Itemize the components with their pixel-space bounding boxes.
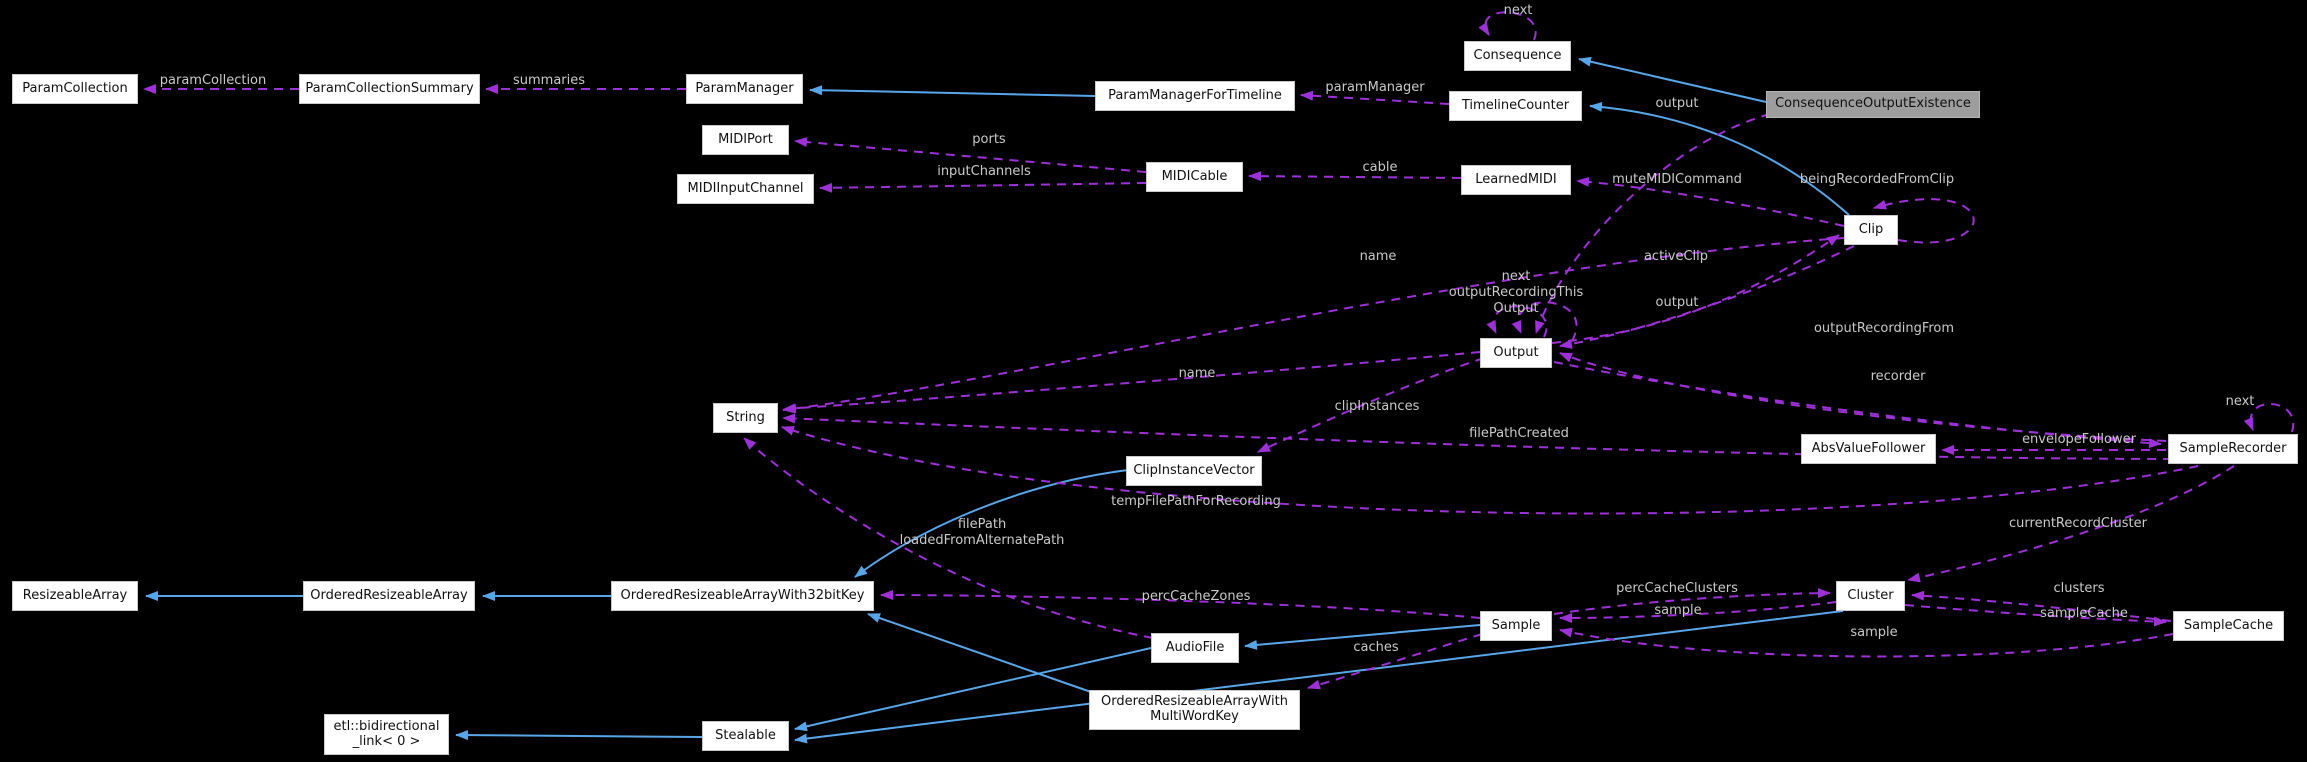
edge-label-perccachezones: percCacheZones	[1141, 589, 1251, 605]
edge-use-next-samplerecorder	[2243, 403, 2295, 433]
edge-use-mutemidicommand	[1576, 176, 1845, 227]
edge-label-currentrecordcluster: currentRecordCluster	[2009, 516, 2147, 532]
node-orderedresizeablearraywith32bitkey[interactable]: OrderedResizeableArrayWith32bitKey	[611, 581, 874, 611]
edge-label-recorder: recorder	[1870, 369, 1926, 385]
edge-label-filepath: filePath loadedFromAlternatePath	[899, 517, 1065, 548]
edge-inherit-orawmwk-oraw32k	[867, 613, 1092, 693]
node-learnedmidi[interactable]: LearnedMIDI	[1461, 165, 1571, 195]
edge-use-output-clip	[1559, 245, 1855, 349]
edge-label-outputrecordingfrom: outputRecordingFrom	[1813, 321, 1955, 337]
node-parammanagerfortimeline[interactable]: ParamManagerForTimeline	[1095, 81, 1295, 111]
edge-label-caches: caches	[1353, 640, 1399, 656]
edge-label-beingrecordedfromclip: beingRecordedFromClip	[1799, 172, 1955, 188]
node-orderedresizeablearray[interactable]: OrderedResizeableArray	[303, 581, 475, 611]
edge-label-inputchannels: inputChannels	[937, 164, 1031, 180]
edge-use-currentrecordcluster	[1907, 465, 2235, 583]
edge-label-perccacheclusters: percCacheClusters	[1616, 581, 1738, 597]
node-sample[interactable]: Sample	[1480, 611, 1552, 641]
edge-use-parammanager	[1300, 90, 1450, 105]
node-parammanager[interactable]: ParamManager	[686, 74, 803, 104]
edge-label-cable: cable	[1362, 160, 1398, 176]
edge-use-inputchannels	[819, 182, 1147, 193]
node-consequenceoutputexistence: ConsequenceOutputExistence	[1766, 91, 1980, 118]
edge-use-perccachezones	[880, 590, 1481, 619]
node-paramcollection[interactable]: ParamCollection	[12, 74, 138, 104]
edge-use-filepath	[743, 437, 1154, 639]
edge-use-perccacheclusters	[1553, 588, 1831, 615]
edge-use-output-selfloop-b	[1511, 301, 1578, 342]
edge-label-name-clip: name	[1359, 249, 1397, 265]
node-stealable[interactable]: Stealable	[702, 721, 789, 751]
edge-use-tempfilepath	[781, 425, 2199, 515]
edge-label-paramcollection: paramCollection	[159, 73, 267, 89]
node-samplerecorder[interactable]: SampleRecorder	[2168, 434, 2298, 464]
edge-use-outputrecordingfrom	[1559, 352, 2167, 442]
edge-label-summaries: summaries	[512, 73, 586, 89]
node-cluster[interactable]: Cluster	[1836, 581, 1905, 611]
node-absvaluefollower[interactable]: AbsValueFollower	[1801, 434, 1936, 464]
node-timelinecounter[interactable]: TimelineCounter	[1449, 91, 1582, 121]
edge-label-next-samplerecorder: next	[2225, 394, 2255, 410]
edge-use-sample-samplecache	[1559, 627, 2174, 658]
edge-use-clipinstances	[1257, 357, 1485, 453]
edge-label-envelopefollower: envelopeFollower	[2022, 432, 2136, 448]
node-audiofile[interactable]: AudioFile	[1151, 633, 1239, 663]
edge-label-parammanager: paramManager	[1325, 80, 1425, 96]
edge-use-output-selfloop-a	[1486, 305, 1548, 338]
node-clip[interactable]: Clip	[1844, 215, 1898, 245]
edge-label-tempfilepathforrecording: tempFilePathForRecording	[1111, 494, 1281, 510]
edge-use-recorder	[1553, 361, 2162, 449]
edge-inherit-civ-oraw32k	[854, 469, 1129, 578]
node-consequence[interactable]: Consequence	[1464, 41, 1571, 71]
edge-use-samplecache	[1904, 604, 2167, 627]
edge-inherit-pmft-parammanager	[809, 85, 1096, 97]
edge-label-next-consequence: next	[1503, 3, 1533, 19]
node-paramcollectionsummary[interactable]: ParamCollectionSummary	[299, 74, 480, 104]
node-clipinstancevector[interactable]: ClipInstanceVector	[1126, 456, 1262, 486]
edge-label-filepathcreated: filePathCreated	[1469, 426, 1569, 442]
edge-inherit-clip-timelinecounter	[1589, 101, 1850, 216]
node-orderedresizeablearraywithmultiwordkey[interactable]: OrderedResizeableArrayWith MultiWordKey	[1089, 690, 1300, 730]
edge-inherit-cluster-stealable	[794, 610, 1844, 744]
edge-use-caches	[1307, 633, 1483, 690]
node-midiport[interactable]: MIDIPort	[702, 125, 789, 155]
edge-use-clusters	[1911, 590, 2172, 622]
node-etl-bidirectional-link[interactable]: etl::bidirectional _link< 0 >	[324, 714, 449, 755]
node-string[interactable]: String	[713, 403, 778, 433]
edge-label-mutemidicommand: muteMIDICommand	[1612, 172, 1742, 188]
edge-inherit-coe-consequence	[1578, 56, 1767, 103]
edge-label-output-selfloops: next outputRecordingThis Output	[1448, 269, 1584, 316]
edge-label-name-output: name	[1178, 366, 1216, 382]
edge-use-sample-cluster	[1559, 601, 1837, 623]
edge-use-name-clip	[782, 237, 1845, 414]
edge-use-ports	[794, 137, 1147, 173]
edge-label-output-top: output	[1655, 96, 1699, 112]
edge-label-clusters: clusters	[2053, 581, 2105, 597]
edge-use-cable	[1248, 171, 1462, 182]
edge-use-output-coe	[1535, 113, 1771, 334]
edge-inherit-sample-audiofile	[1244, 624, 1481, 650]
edge-label-ports: ports	[972, 132, 1006, 148]
edge-inherit-audiofile-stealable	[794, 647, 1152, 732]
edge-label-samplecache: sampleCache	[2040, 606, 2128, 622]
node-midiinputchannel[interactable]: MIDIInputChannel	[677, 174, 814, 204]
node-resizeablearray[interactable]: ResizeableArray	[12, 581, 138, 611]
node-midicable[interactable]: MIDICable	[1146, 162, 1243, 192]
edge-use-beingrecordedfromclip	[1873, 198, 1975, 244]
edge-label-output-clip: output	[1655, 295, 1699, 311]
edge-label-sample-from-cluster: sample	[1654, 603, 1702, 619]
node-output[interactable]: Output	[1480, 338, 1552, 368]
edge-label-clipinstances: clipInstances	[1334, 399, 1420, 415]
edge-use-name-output	[783, 351, 1481, 414]
edge-use-activeclip	[1551, 234, 1840, 344]
node-samplecache[interactable]: SampleCache	[2173, 611, 2284, 641]
edge-label-activeclip: activeClip	[1643, 249, 1709, 265]
edge-label-sample-from-samplecache: sample	[1850, 625, 1898, 641]
edge-inherit-stealable-etl	[455, 730, 703, 741]
